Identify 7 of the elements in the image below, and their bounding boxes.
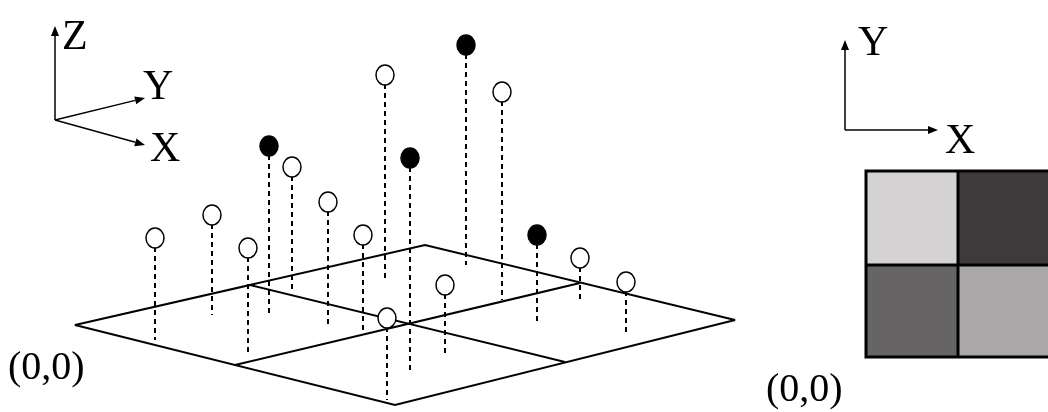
axis-label: Z [62, 14, 88, 56]
axis-label: Y [143, 64, 174, 106]
axis-label: (0,0) [8, 346, 85, 386]
axis-label: X [945, 118, 976, 160]
axis-label: (0,0) [766, 368, 843, 408]
axis-label: X [150, 126, 181, 168]
axis-label: Y [858, 20, 889, 62]
